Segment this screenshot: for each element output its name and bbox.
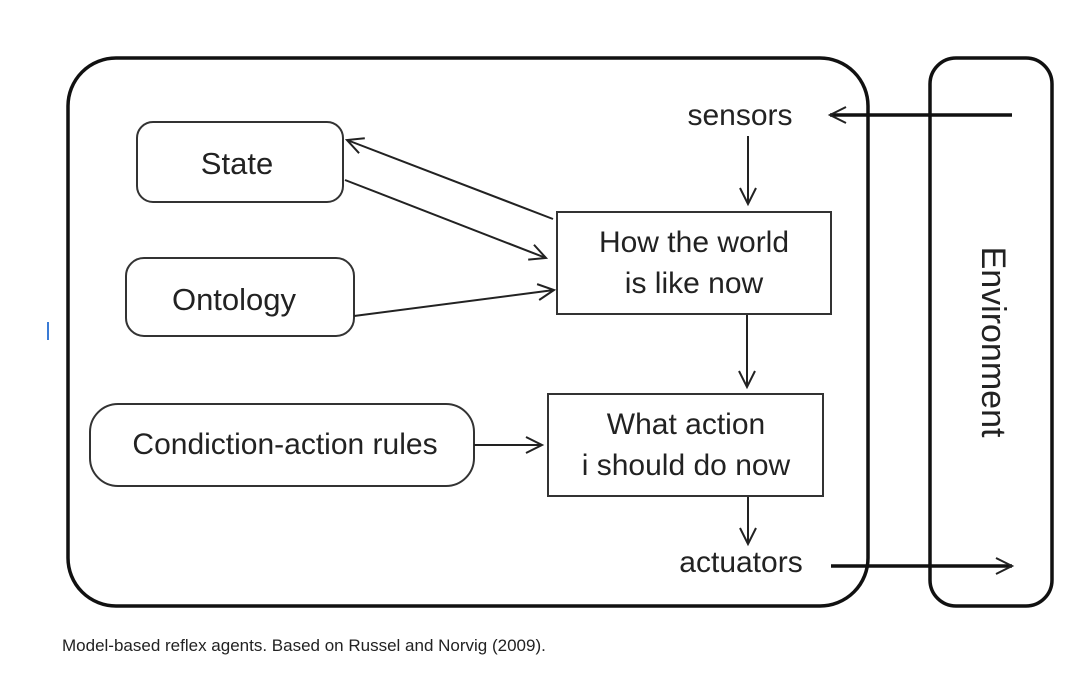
text-cursor-mark bbox=[47, 322, 49, 340]
state-label: State bbox=[201, 146, 273, 181]
world-to-state-arrow bbox=[344, 137, 554, 220]
rules-label: Condiction-action rules bbox=[132, 428, 437, 461]
ontology-label: Ontology bbox=[172, 282, 297, 317]
world-state-label-line2: is like now bbox=[625, 267, 764, 300]
ontology-to-world-arrow bbox=[353, 283, 557, 317]
actuators-label: actuators bbox=[679, 546, 802, 579]
figure-caption: Model-based reflex agents. Based on Russ… bbox=[62, 636, 546, 655]
environment-box bbox=[928, 56, 1054, 608]
environment-label: Environment bbox=[974, 247, 1012, 438]
state-to-world-arrow bbox=[344, 179, 549, 261]
sensors-label: sensors bbox=[687, 99, 792, 132]
action-label-line2: i should do now bbox=[582, 449, 791, 482]
ontology-box bbox=[125, 257, 355, 337]
action-box bbox=[547, 393, 824, 497]
action-label-line1: What action bbox=[607, 408, 765, 441]
state-box bbox=[136, 121, 344, 203]
world-state-label-line1: How the world bbox=[599, 226, 789, 259]
world-state-box bbox=[556, 211, 832, 315]
agent-boundary bbox=[66, 56, 870, 608]
agent-diagram: Environment sensors State Ontology Condi… bbox=[66, 56, 1054, 608]
